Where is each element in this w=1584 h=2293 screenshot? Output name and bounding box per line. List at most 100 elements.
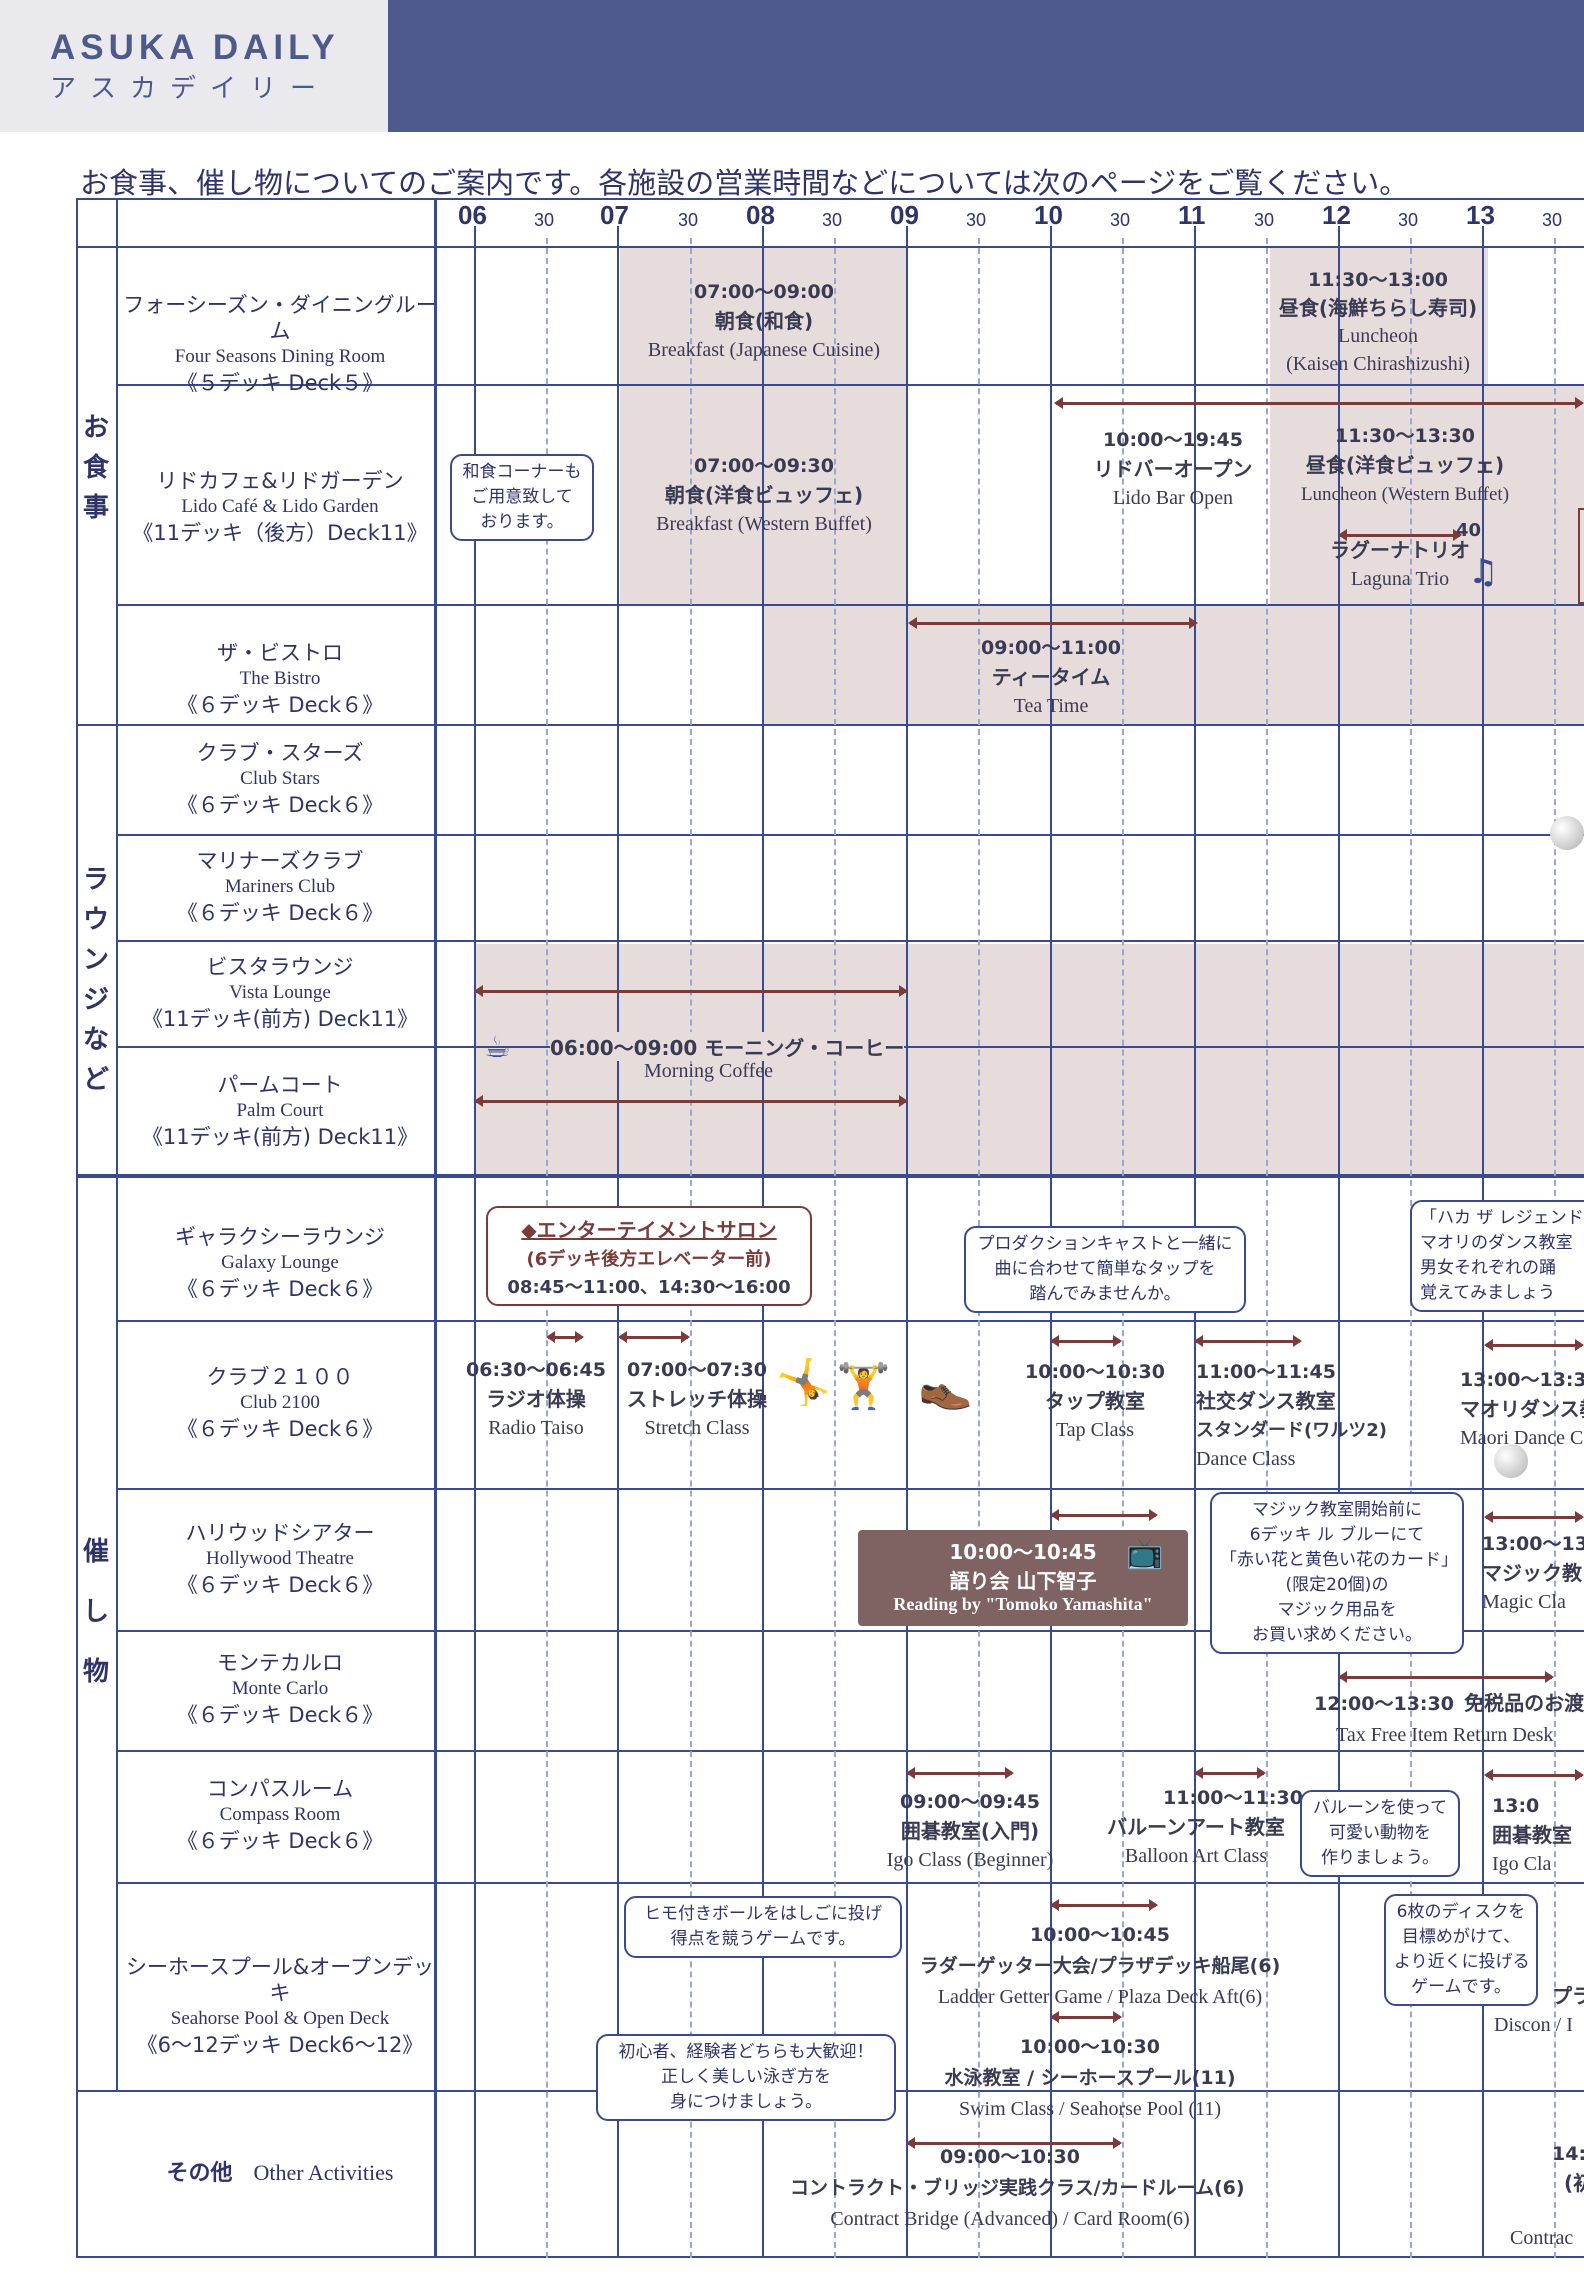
arrow-radio [546, 1331, 584, 1343]
event-time: 10:00～19:45 [1103, 429, 1243, 451]
event-radio-taiso: 06:30～06:45 ラジオ体操 Radio Taiso [466, 1356, 606, 1443]
salon-time: 08:45～11:00、14:30～16:00 [507, 1277, 791, 1298]
event-title-en: Radio Taiso [488, 1417, 584, 1439]
event-title-en: Igo Class (Beginner) [886, 1849, 1054, 1871]
event-other-right: 14:0 (初 Contrac [1510, 2140, 1584, 2253]
venue-en: Club Stars [240, 768, 320, 789]
header-title-panel [0, 0, 388, 132]
arrow-igo [906, 1767, 1014, 1779]
event-title-en: Luncheon [1338, 325, 1418, 347]
arrow-swim [1050, 2011, 1122, 2023]
bubble-line: より近くに投げる [1394, 1952, 1530, 1972]
bubble-line: マジック教室開始前に [1252, 1500, 1422, 1520]
venue-other: その他 Other Activities [120, 2160, 440, 2187]
ladder-note-bubble: ヒモ付きボールをはしごに投げ 得点を競うゲームです。 [624, 1896, 902, 1958]
event-swim-class: 10:00～10:30 水泳教室 / シーホースプール(11) Swim Cla… [900, 2032, 1280, 2125]
event-time: 11:30～13:30 [1335, 425, 1475, 447]
hour-label: 06 [458, 200, 487, 230]
intro-text: お食事、催し物についてのご案内です。各施設の営業時間などについては次のページをご… [80, 166, 1409, 200]
event-time: 07:00～09:30 [694, 455, 834, 477]
venue-jp: その他 [166, 2161, 233, 2186]
bubble-line: 曲に合わせて簡単なタップを [994, 1259, 1216, 1279]
tap-shoes-icon: 👞 [918, 1361, 973, 1412]
bubble-line: 6枚のディスクを [1396, 1902, 1526, 1922]
hour-label: 13 [1466, 200, 1495, 230]
punch-hole-ball [1550, 816, 1584, 850]
bubble-line: 身につけましょう。 [670, 2092, 822, 2112]
venue-jp: クラブ・スターズ [196, 741, 364, 765]
band-fs-lunch [1270, 248, 1488, 384]
bubble-line: お買い求めください。 [1252, 1625, 1422, 1645]
event-title-en: Stretch Class [644, 1417, 750, 1439]
arrow-igo2 [1484, 1769, 1584, 1781]
bubble-line: マオリのダンス教室 [1420, 1233, 1573, 1253]
band-bistro [762, 606, 1584, 724]
venue-en: Seahorse Pool & Open Deck [170, 2008, 390, 2029]
laguna-number: 40 [1456, 520, 1482, 541]
venue-jp: シーホースプール&オープンデッキ [125, 1955, 435, 2005]
hour-label: 10 [1034, 200, 1063, 230]
bubble-line: おります。 [480, 512, 564, 532]
category-char: 催 [82, 1537, 109, 1567]
event-title-jp: 昼食(海鮮ちらし寿司) [1278, 296, 1478, 320]
event-fs-lunch: 11:30～13:00 昼食(海鮮ちらし寿司) Luncheon (Kaisen… [1250, 266, 1506, 378]
venue-en: Other Activities [253, 2160, 394, 2185]
venue-hollywood: ハリウッドシアター Hollywood Theatre 《６デッキ Deck６》 [120, 1520, 440, 1598]
venue-jp: モンテカルロ [217, 1651, 343, 1675]
band-fs-breakfast [620, 248, 908, 384]
salon-sub: (6デッキ後方エレベーター前) [526, 1249, 772, 1270]
grid-row-line [116, 834, 1584, 836]
event-title-en: Lido Bar Open [1113, 487, 1233, 509]
venue-jp: ギャラクシーラウンジ [175, 1225, 385, 1249]
venue-en: Lido Café & Lido Garden [181, 496, 379, 517]
arrow-stretch [618, 1331, 690, 1343]
event-time: 14:0 [1552, 2143, 1584, 2165]
event-time: 13:0 [1492, 1795, 1540, 1817]
lido-note-bubble: 和食コーナーも ご用意致して おります。 [450, 454, 594, 541]
event-title-en2: (Kaisen Chirashizushi) [1286, 353, 1470, 375]
event-lido-bar: 10:00～19:45 リドバーオープン Lido Bar Open [1060, 426, 1286, 513]
entertainment-salon-box: ◆エンターテイメントサロン (6デッキ後方エレベーター前) 08:45～11:0… [486, 1206, 812, 1306]
lido-right-marker [1578, 508, 1584, 604]
category-char: し [82, 1597, 109, 1627]
bubble-line: 正しく美しい泳ぎ方を [661, 2067, 831, 2087]
hour-line [474, 226, 476, 2258]
grid-bottom-line [76, 2256, 1584, 2258]
venue-jp: ビスタラウンジ [206, 955, 354, 979]
grid-row-line [116, 604, 1584, 606]
venue-deck: 《11デッキ(前方) Deck11》 [141, 1125, 419, 1149]
grid-row-line [116, 384, 1584, 386]
half-hour-label: 30 [534, 210, 555, 230]
event-title-jp: 昼食(洋食ビュッフェ) [1305, 453, 1505, 477]
event-lido-breakfast: 07:00～09:30 朝食(洋食ビュッフェ) Breakfast (Weste… [620, 452, 908, 539]
venue-deck: 《５デッキ Deck５》 [176, 371, 384, 395]
arrow-tea-time [908, 617, 1198, 629]
grid-left-line [76, 198, 78, 2258]
punch-hole-ball [1494, 1444, 1528, 1478]
venue-deck: 《６デッキ Deck６》 [176, 1417, 384, 1441]
event-igo-beginner: 09:00～09:45 囲碁教室(入門) Igo Class (Beginner… [880, 1788, 1060, 1875]
event-title-jp: コントラクト・ブリッジ実践クラス/カードルーム(6) [790, 2177, 1245, 2199]
arrow-taxfree [1338, 1671, 1554, 1683]
bubble-line: ご用意致して [471, 487, 573, 507]
brand-title-en: ASUKA DAILY [50, 28, 340, 67]
grid-top-line [76, 198, 1584, 200]
grid-row-line [116, 1630, 1584, 1632]
arrow-magic [1484, 1511, 1584, 1523]
event-title-en: Contract Bridge (Advanced) / Card Room(6… [830, 2208, 1190, 2230]
event-laguna-trio: ラグーナトリオ Laguna Trio [1330, 536, 1470, 594]
event-tea-time: 09:00～11:00 ティータイム Tea Time [906, 634, 1196, 721]
venue-en: Four Seasons Dining Room [174, 346, 386, 367]
venue-en: Vista Lounge [229, 982, 331, 1003]
venue-en: Monte Carlo [231, 1678, 329, 1699]
event-title-en: Tea Time [1013, 695, 1089, 717]
venue-four-seasons: フォーシーズン・ダイニングルーム Four Seasons Dining Roo… [120, 292, 440, 396]
arrow-dance [1194, 1335, 1302, 1347]
event-time: 10:00～10:45 [1030, 1924, 1170, 1946]
event-balloon-art: 11:00～11:30 バルーンアート教室 Balloon Art Class [1076, 1784, 1316, 1871]
event-contract-bridge: 09:00～10:30 コントラクト・ブリッジ実践クラス/カードルーム(6) C… [790, 2142, 1245, 2235]
morning-coffee-time: 06:00～09:00 モーニング・コーヒー [550, 1032, 905, 1061]
event-title-jp: ティータイム [991, 665, 1111, 689]
venue-jp: ハリウッドシアター [185, 1521, 375, 1545]
grid-row-line [116, 1320, 1584, 1322]
